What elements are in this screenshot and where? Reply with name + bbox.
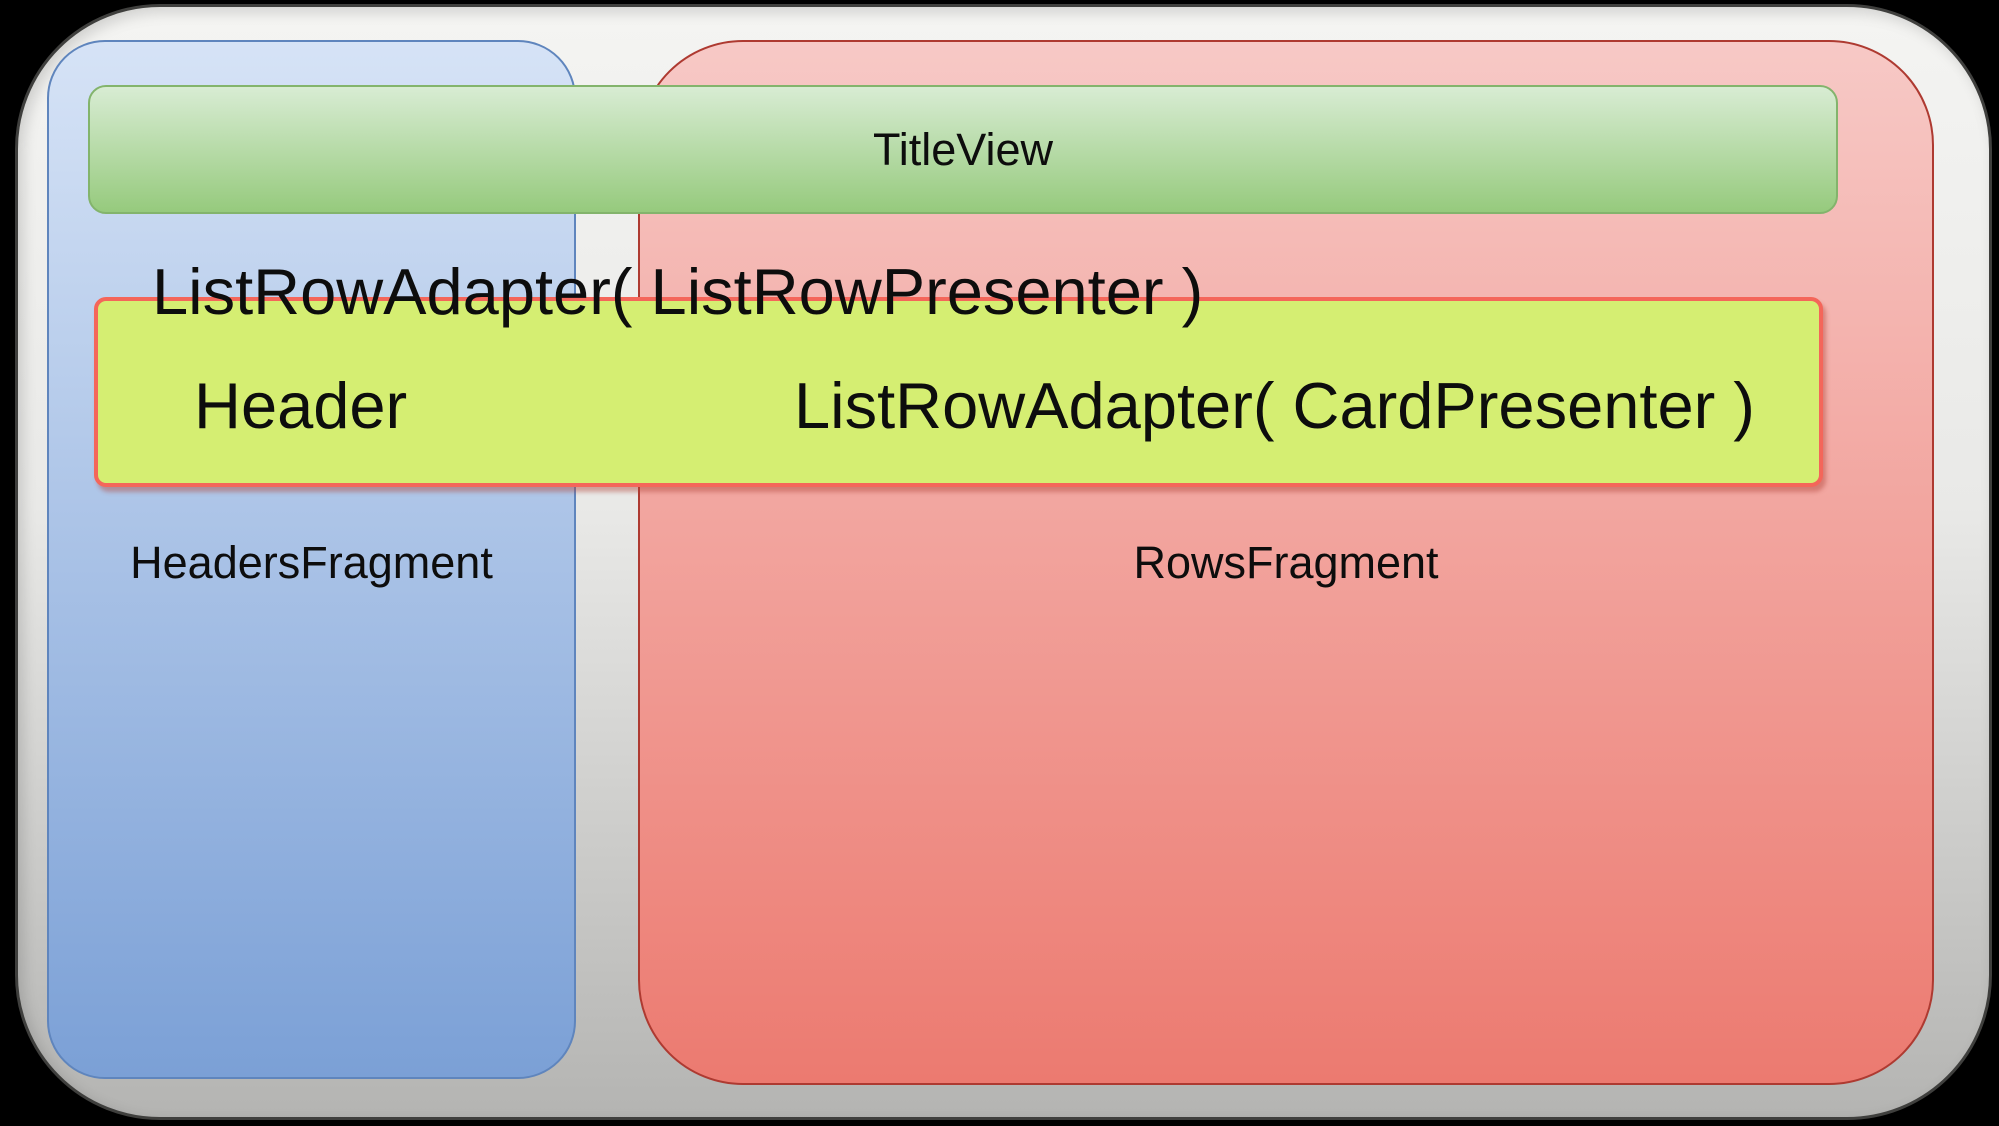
rows-fragment-label: RowsFragment — [1133, 537, 1439, 588]
header-label: Header — [194, 369, 408, 442]
title-view-bar: TitleView — [88, 85, 1838, 214]
list-row-adapter-box: Header ListRowAdapter( CardPresenter ) — [94, 297, 1823, 487]
card-presenter-adapter-label: ListRowAdapter( CardPresenter ) — [794, 369, 1755, 442]
headers-fragment-label: HeadersFragment — [130, 537, 493, 588]
title-view-label: TitleView — [872, 124, 1054, 175]
list-row-presenter-adapter-label: ListRowAdapter( ListRowPresenter ) — [152, 255, 1204, 328]
rows-fragment-panel — [638, 40, 1934, 1085]
